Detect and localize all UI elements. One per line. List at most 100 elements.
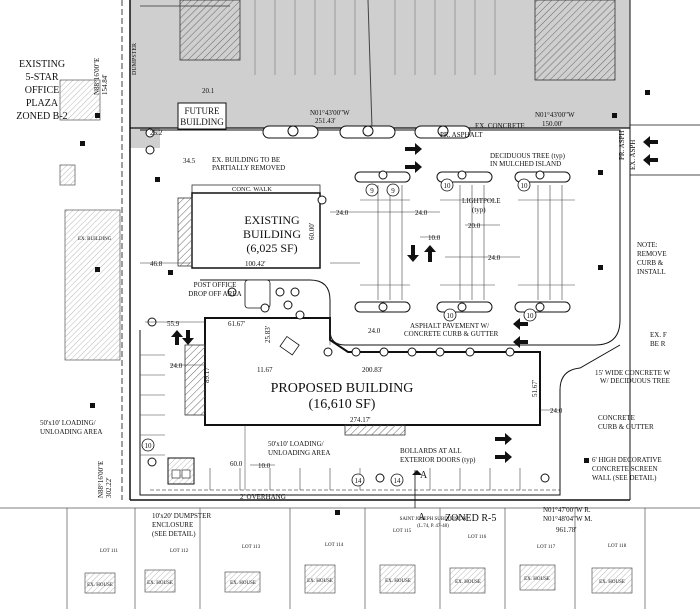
offsite-left-buildings [59,79,121,361]
svg-text:REMOVE: REMOVE [637,250,667,258]
loading-bottom-label: 50'x10' LOADING/ UNLOADING AREA [268,440,330,457]
deciduous-tree-label: DECIDUOUS TREE (typ) IN MULCHED ISLAND [490,152,566,168]
svg-text:PLAZA: PLAZA [26,98,59,109]
concrete-walk-right-label: 15' WIDE CONCRETE W W/ DECIDUOUS TREE [595,369,670,385]
catch-basin-markers [80,90,650,515]
lot-labels: LOT 111 LOT 112 LOT 113 LOT 114 LOT 115 … [100,529,627,554]
svg-text:CURB & GUTTER: CURB & GUTTER [598,423,654,431]
tree-symbols [145,125,550,483]
svg-text:EX. F: EX. F [650,331,667,339]
svg-text:BOLLARDS AT ALL: BOLLARDS AT ALL [400,447,462,455]
svg-text:10: 10 [447,312,455,320]
svg-text:9: 9 [370,187,374,195]
svg-text:61.67': 61.67' [228,320,245,328]
svg-text:EX. HOUSE: EX. HOUSE [230,581,256,586]
svg-text:LOT 112: LOT 112 [170,549,189,554]
svg-text:EXTERIOR DOORS (typ): EXTERIOR DOORS (typ) [400,456,476,464]
future-building-label: FUTURE BUILDING [180,106,224,127]
pr-asph-label: PR. ASPH [618,130,626,160]
stall-count-markers [141,178,537,487]
svg-text:154.84': 154.84' [101,74,109,95]
svg-text:PARTIALLY REMOVED: PARTIALLY REMOVED [212,164,285,172]
svg-text:200.83': 200.83' [362,366,383,374]
ex-asph-label: EX. ASPH [629,140,637,170]
stall-count-labels: 9 9 10 10 10 10 14 14 10 [145,182,535,485]
subdivision-label: SAINT JOSEPH SUBDIVISION (L.74, P. 47-48… [400,517,467,529]
svg-text:24.0: 24.0 [170,362,183,370]
svg-text:EX. HOUSE: EX. HOUSE [87,583,113,588]
section-a-top: A [420,470,428,481]
svg-text:EX. HOUSE: EX. HOUSE [385,579,411,584]
existing-plaza-label: EXISTING 5-STAR OFFICE PLAZA ZONED B-2 [16,59,67,122]
svg-text:20.1: 20.1 [202,87,215,95]
dumpster-label: 10'x20' DUMPSTER ENCLOSURE (SEE DETAIL) [152,512,211,538]
existing-building [177,184,321,309]
asphalt-pavement-label: ASPHALT PAVEMENT W/ CONCRETE CURB & GUTT… [404,322,499,338]
svg-text:10: 10 [444,182,452,190]
svg-text:LIGHTPOLE: LIGHTPOLE [462,197,501,205]
svg-text:LOT 111: LOT 111 [100,549,119,554]
svg-text:10: 10 [145,442,153,450]
svg-text:N01°43'00"W: N01°43'00"W [310,109,350,117]
svg-text:274.17': 274.17' [350,416,371,424]
svg-text:51.67': 51.67' [531,380,539,397]
svg-text:(SEE DETAIL): (SEE DETAIL) [152,530,196,538]
conc-walk-label: CONC. WALK [232,186,272,193]
svg-text:UNLOADING AREA: UNLOADING AREA [40,428,102,436]
dimension-lines [140,211,560,490]
svg-text:14: 14 [394,477,402,485]
svg-text:24.0: 24.0 [488,254,501,262]
svg-text:ZONED B-2: ZONED B-2 [16,111,67,122]
svg-text:46.8: 46.8 [150,260,163,268]
svg-text:ASPHALT PAVEMENT W/: ASPHALT PAVEMENT W/ [410,322,489,330]
svg-text:60.0: 60.0 [230,460,243,468]
svg-text:EX. HOUSE: EX. HOUSE [599,580,625,585]
svg-text:6' HIGH DECORATIVE: 6' HIGH DECORATIVE [592,456,662,464]
overhang-label: 2' OVERHANG [240,493,286,501]
svg-text:DECIDUOUS TREE (typ): DECIDUOUS TREE (typ) [490,152,566,160]
svg-text:50'x10' LOADING/: 50'x10' LOADING/ [40,419,96,427]
svg-text:9: 9 [391,187,395,195]
svg-text:24.0: 24.0 [336,209,349,217]
svg-text:5-STAR: 5-STAR [25,72,58,83]
bollards-label: BOLLARDS AT ALL EXTERIOR DOORS (typ) [400,447,476,464]
svg-text:LOT 114: LOT 114 [325,543,344,548]
svg-text:EX. HOUSE: EX. HOUSE [147,581,173,586]
svg-text:89.17': 89.17' [203,366,211,383]
svg-text:100.42': 100.42' [245,260,266,268]
svg-text:SAINT JOSEPH SUBDIVISION: SAINT JOSEPH SUBDIVISION [400,517,467,522]
dumpster-enclosure [167,457,195,485]
post-office-label: POST OFFICE DROP OFF AREA [188,281,241,298]
bearing-labels: N01°43'00"W 251.43' N01°43'00"W 150.00' … [93,58,592,534]
svg-text:961.78': 961.78' [556,526,577,534]
zoned-r5-label: ZONED R-5 [445,513,496,524]
traffic-arrows [171,136,658,463]
svg-text:24.0: 24.0 [368,327,381,335]
svg-text:N01°48'04"W M.: N01°48'04"W M. [543,515,592,523]
svg-text:LOT 115: LOT 115 [393,529,412,534]
note-right-label: NOTE: REMOVE CURB & INSTALL [637,241,667,276]
svg-text:10'x20' DUMPSTER: 10'x20' DUMPSTER [152,512,211,520]
svg-text:25.83': 25.83' [264,326,272,343]
svg-text:ENCLOSURE: ENCLOSURE [152,521,193,529]
svg-text:OFFICE: OFFICE [25,85,59,96]
svg-text:50'x10' LOADING/: 50'x10' LOADING/ [268,440,324,448]
svg-text:LOT 118: LOT 118 [608,544,627,549]
svg-text:251.43': 251.43' [315,117,336,125]
dimension-labels: 20.1 25.2 34.5 46.8 55.9 24.0 24.0 24.0 … [150,87,563,470]
ex-house-labels: EX. HOUSE EX. HOUSE EX. HOUSE EX. HOUSE … [87,577,625,588]
svg-text:302.22': 302.22' [105,477,113,498]
ex-building-removed-label: EX. BUILDING TO BE PARTIALLY REMOVED [212,156,285,172]
svg-text:(6,025 SF): (6,025 SF) [246,241,297,255]
svg-text:N88°16'00"E: N88°16'00"E [97,461,105,498]
svg-text:DROP OFF AREA: DROP OFF AREA [188,290,241,298]
svg-text:20.0: 20.0 [468,222,481,230]
svg-text:N01°43'00"W: N01°43'00"W [535,111,575,119]
loading-left-label: 50'x10' LOADING/ UNLOADING AREA [40,419,102,436]
pr-asphalt-label: PR. ASPHALT [440,131,483,139]
svg-text:EX. HOUSE: EX. HOUSE [524,577,550,582]
proposed-building-label: PROPOSED BUILDING (16,610 SF) [271,381,414,412]
svg-text:10.0: 10.0 [258,462,271,470]
ex-concrete-label: EX. CONCRETE [475,122,525,130]
svg-text:EXISTING: EXISTING [19,59,65,70]
